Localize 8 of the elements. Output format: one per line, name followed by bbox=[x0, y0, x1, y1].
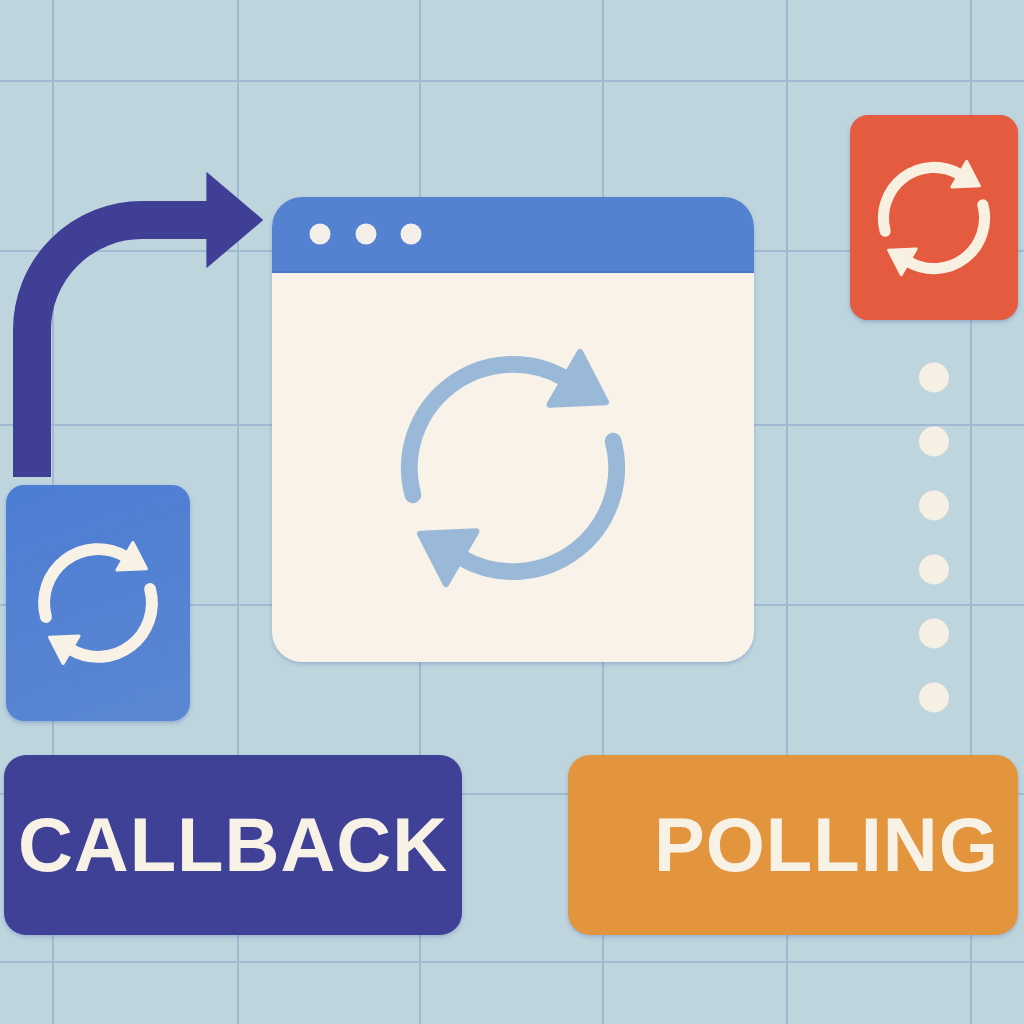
banner-text: CALLBACK bbox=[17, 807, 449, 883]
banner bbox=[568, 755, 1018, 935]
banner bbox=[4, 755, 462, 935]
banner-text: POLLING bbox=[654, 807, 999, 883]
icon-tile bbox=[850, 115, 1018, 320]
browser-window bbox=[272, 197, 754, 662]
curved-arrow bbox=[13, 171, 264, 477]
icon-tile bbox=[6, 485, 190, 721]
